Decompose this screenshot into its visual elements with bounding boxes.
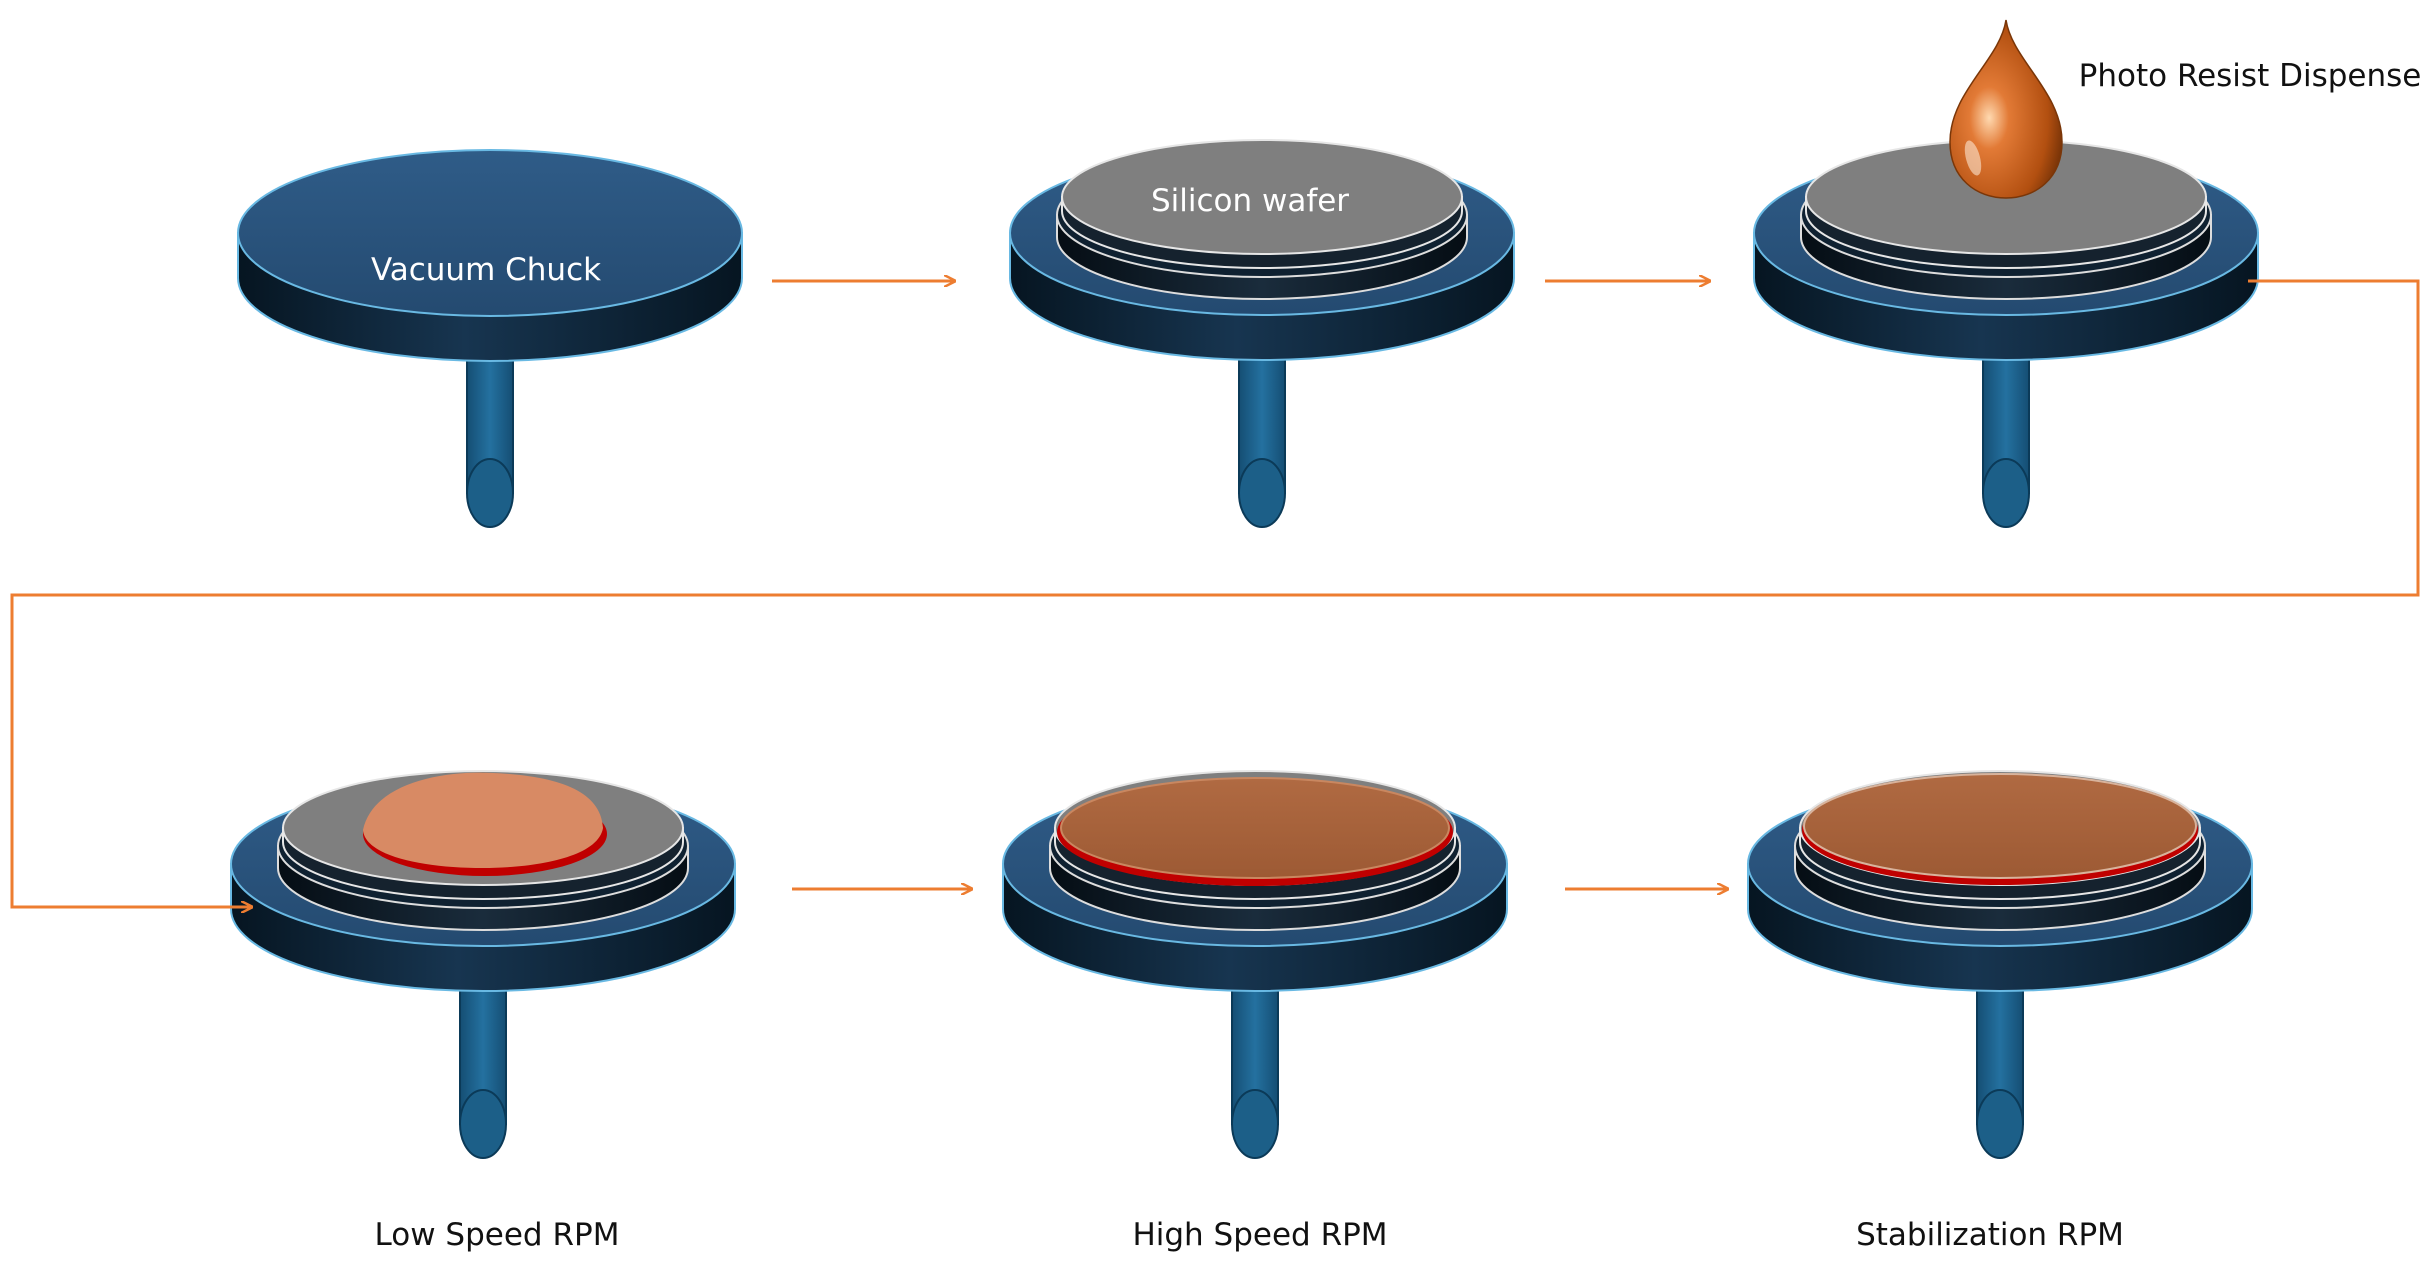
shaft-end xyxy=(1231,1089,1279,1159)
shaft-end xyxy=(1982,458,2030,528)
flow-arrows xyxy=(10,279,2420,907)
low-speed-label: Low Speed RPM xyxy=(375,1217,620,1253)
spin-coater-unit xyxy=(1009,139,1515,528)
silicon-wafer-label: Silicon wafer xyxy=(1151,183,1349,219)
step-vacuum-chuck: Vacuum Chuck xyxy=(237,149,743,528)
photo-resist-dispense-label: Photo Resist Dispense xyxy=(2079,58,2422,94)
photoresist-droplet xyxy=(1949,19,2063,199)
shaft-end xyxy=(1976,1089,2024,1159)
step-high-speed: High Speed RPM xyxy=(1002,770,1508,1253)
resist-puddle xyxy=(363,772,603,868)
shaft-end xyxy=(466,458,514,528)
step-silicon-wafer: Silicon wafer xyxy=(1009,139,1515,528)
shaft-end xyxy=(1238,458,1286,528)
spin-coater-unit xyxy=(230,770,736,1159)
shaft-end xyxy=(459,1089,507,1159)
spin-coater-unit xyxy=(1753,139,2259,528)
vacuum-chuck-label: Vacuum Chuck xyxy=(371,252,601,288)
vacuum-chuck-top xyxy=(237,149,743,317)
high-speed-label: High Speed RPM xyxy=(1132,1217,1387,1253)
stabilization-label: Stabilization RPM xyxy=(1856,1217,2124,1253)
arrow-dispense-to-low-speed xyxy=(10,279,2420,907)
spin-coater-unit xyxy=(1002,770,1508,1159)
step-photo-resist-dispense: Photo Resist Dispense xyxy=(1753,19,2422,528)
resist-film xyxy=(1060,777,1450,879)
step-low-speed: Low Speed RPM xyxy=(230,770,736,1253)
spin-coater-unit xyxy=(237,149,743,528)
silicon-wafer-top xyxy=(1061,139,1463,255)
step-stabilization: Stabilization RPM xyxy=(1747,770,2253,1253)
spin-coater-unit xyxy=(1747,770,2253,1159)
resist-film xyxy=(1803,773,2197,879)
